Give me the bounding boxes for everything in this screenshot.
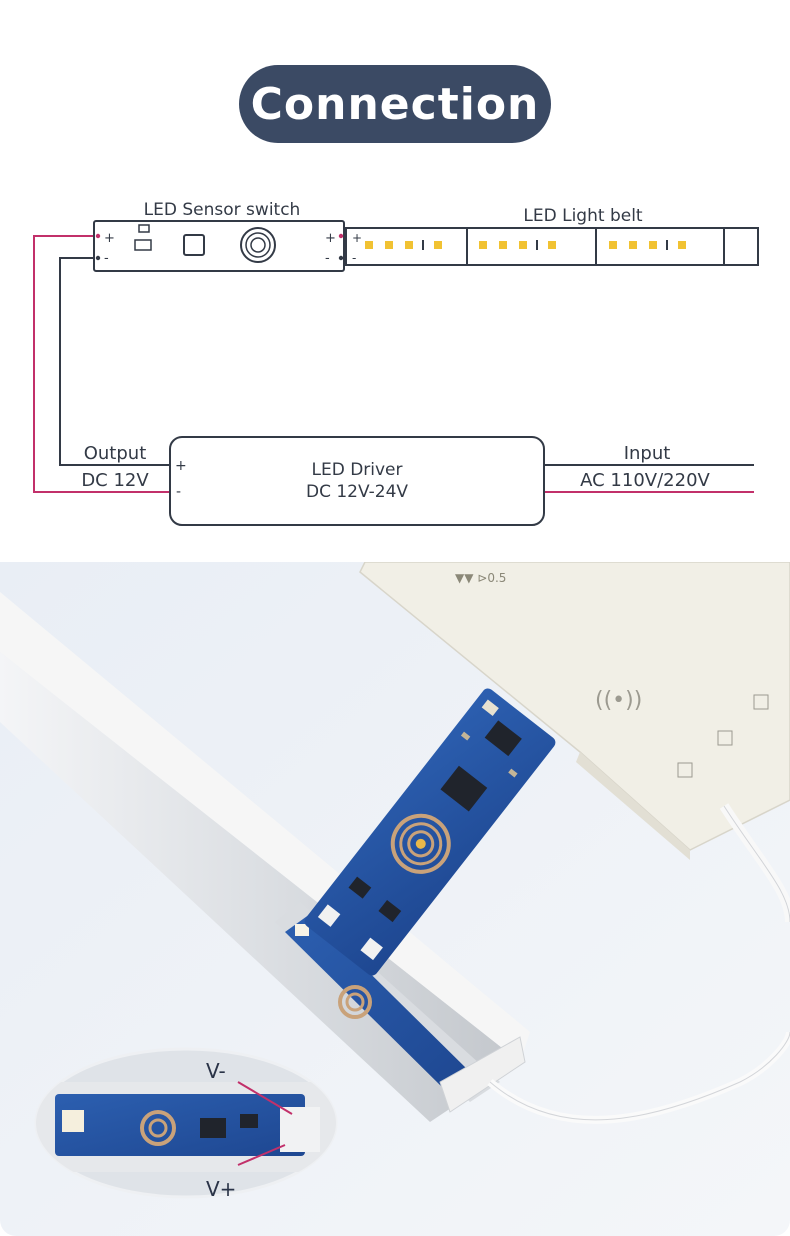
belt-led-chip: [629, 241, 637, 249]
belt-resistor: [536, 240, 538, 250]
driver-voltage: DC 12V-24V: [306, 482, 408, 502]
switch-plus-right: +: [325, 231, 336, 246]
sensor-pcb: [304, 688, 556, 976]
belt-led-chip: [548, 241, 556, 249]
svg-text:▼▼ ⊳0.5: ▼▼ ⊳0.5: [455, 571, 506, 585]
v-minus-label: V-: [206, 1059, 226, 1083]
belt-resistor: [422, 240, 424, 250]
page-title: Connection: [250, 78, 540, 130]
input-voltage: AC 110V/220V: [580, 470, 710, 491]
belt-led-chip: [405, 241, 413, 249]
spring-coil: [390, 813, 451, 874]
belt-resistor: [666, 240, 668, 250]
driver-label: LED Driver: [311, 460, 402, 480]
belt-led-chip: [609, 241, 617, 249]
belt-led-chip: [499, 241, 507, 249]
wires: [33, 235, 754, 493]
driver-minus: -: [176, 484, 181, 500]
wire-positive-switch: [33, 235, 170, 493]
wire-negative-switch: [59, 257, 170, 466]
output-voltage: DC 12V: [81, 470, 149, 491]
input-label: Input: [624, 443, 671, 464]
belt-led-chip: [434, 241, 442, 249]
product-photo: ▼▼ ⊳0.5 ((•)): [0, 562, 790, 1236]
light-belt: + -: [345, 227, 759, 266]
v-minus-pointer: [237, 1081, 293, 1115]
driver-housing: ▼▼ ⊳0.5 ((•)): [359, 562, 790, 923]
v-plus-label: V+: [206, 1177, 236, 1201]
belt-plus: +: [352, 231, 362, 245]
sensor-switch: + - + -: [93, 220, 345, 272]
output-label: Output: [84, 443, 147, 464]
touch-coil-icon: [240, 227, 276, 263]
driver-plus: +: [175, 458, 187, 474]
belt-minus: -: [352, 251, 356, 265]
sensor-icon: ((•)): [595, 688, 642, 713]
belt-led-chip: [385, 241, 393, 249]
sensor-switch-label: LED Sensor switch: [144, 200, 301, 220]
belt-led-chip: [519, 241, 527, 249]
belt-led-chip: [649, 241, 657, 249]
zoom-inset: V- V+: [34, 1047, 338, 1201]
belt-led-chip: [365, 241, 373, 249]
switch-plus-left: +: [104, 231, 115, 246]
switch-minus-right: -: [325, 251, 330, 266]
connection-diagram: + - + - LED Sensor switch + - LED Light …: [33, 200, 759, 526]
belt-led-chip: [678, 241, 686, 249]
title-badge: Connection: [239, 65, 551, 143]
v-plus-pointer: [237, 1144, 286, 1166]
led-driver: LED Driver DC 12V-24V + -: [169, 436, 545, 526]
switch-minus-left: -: [104, 251, 109, 266]
belt-led-chip: [479, 241, 487, 249]
light-belt-label: LED Light belt: [523, 206, 643, 226]
